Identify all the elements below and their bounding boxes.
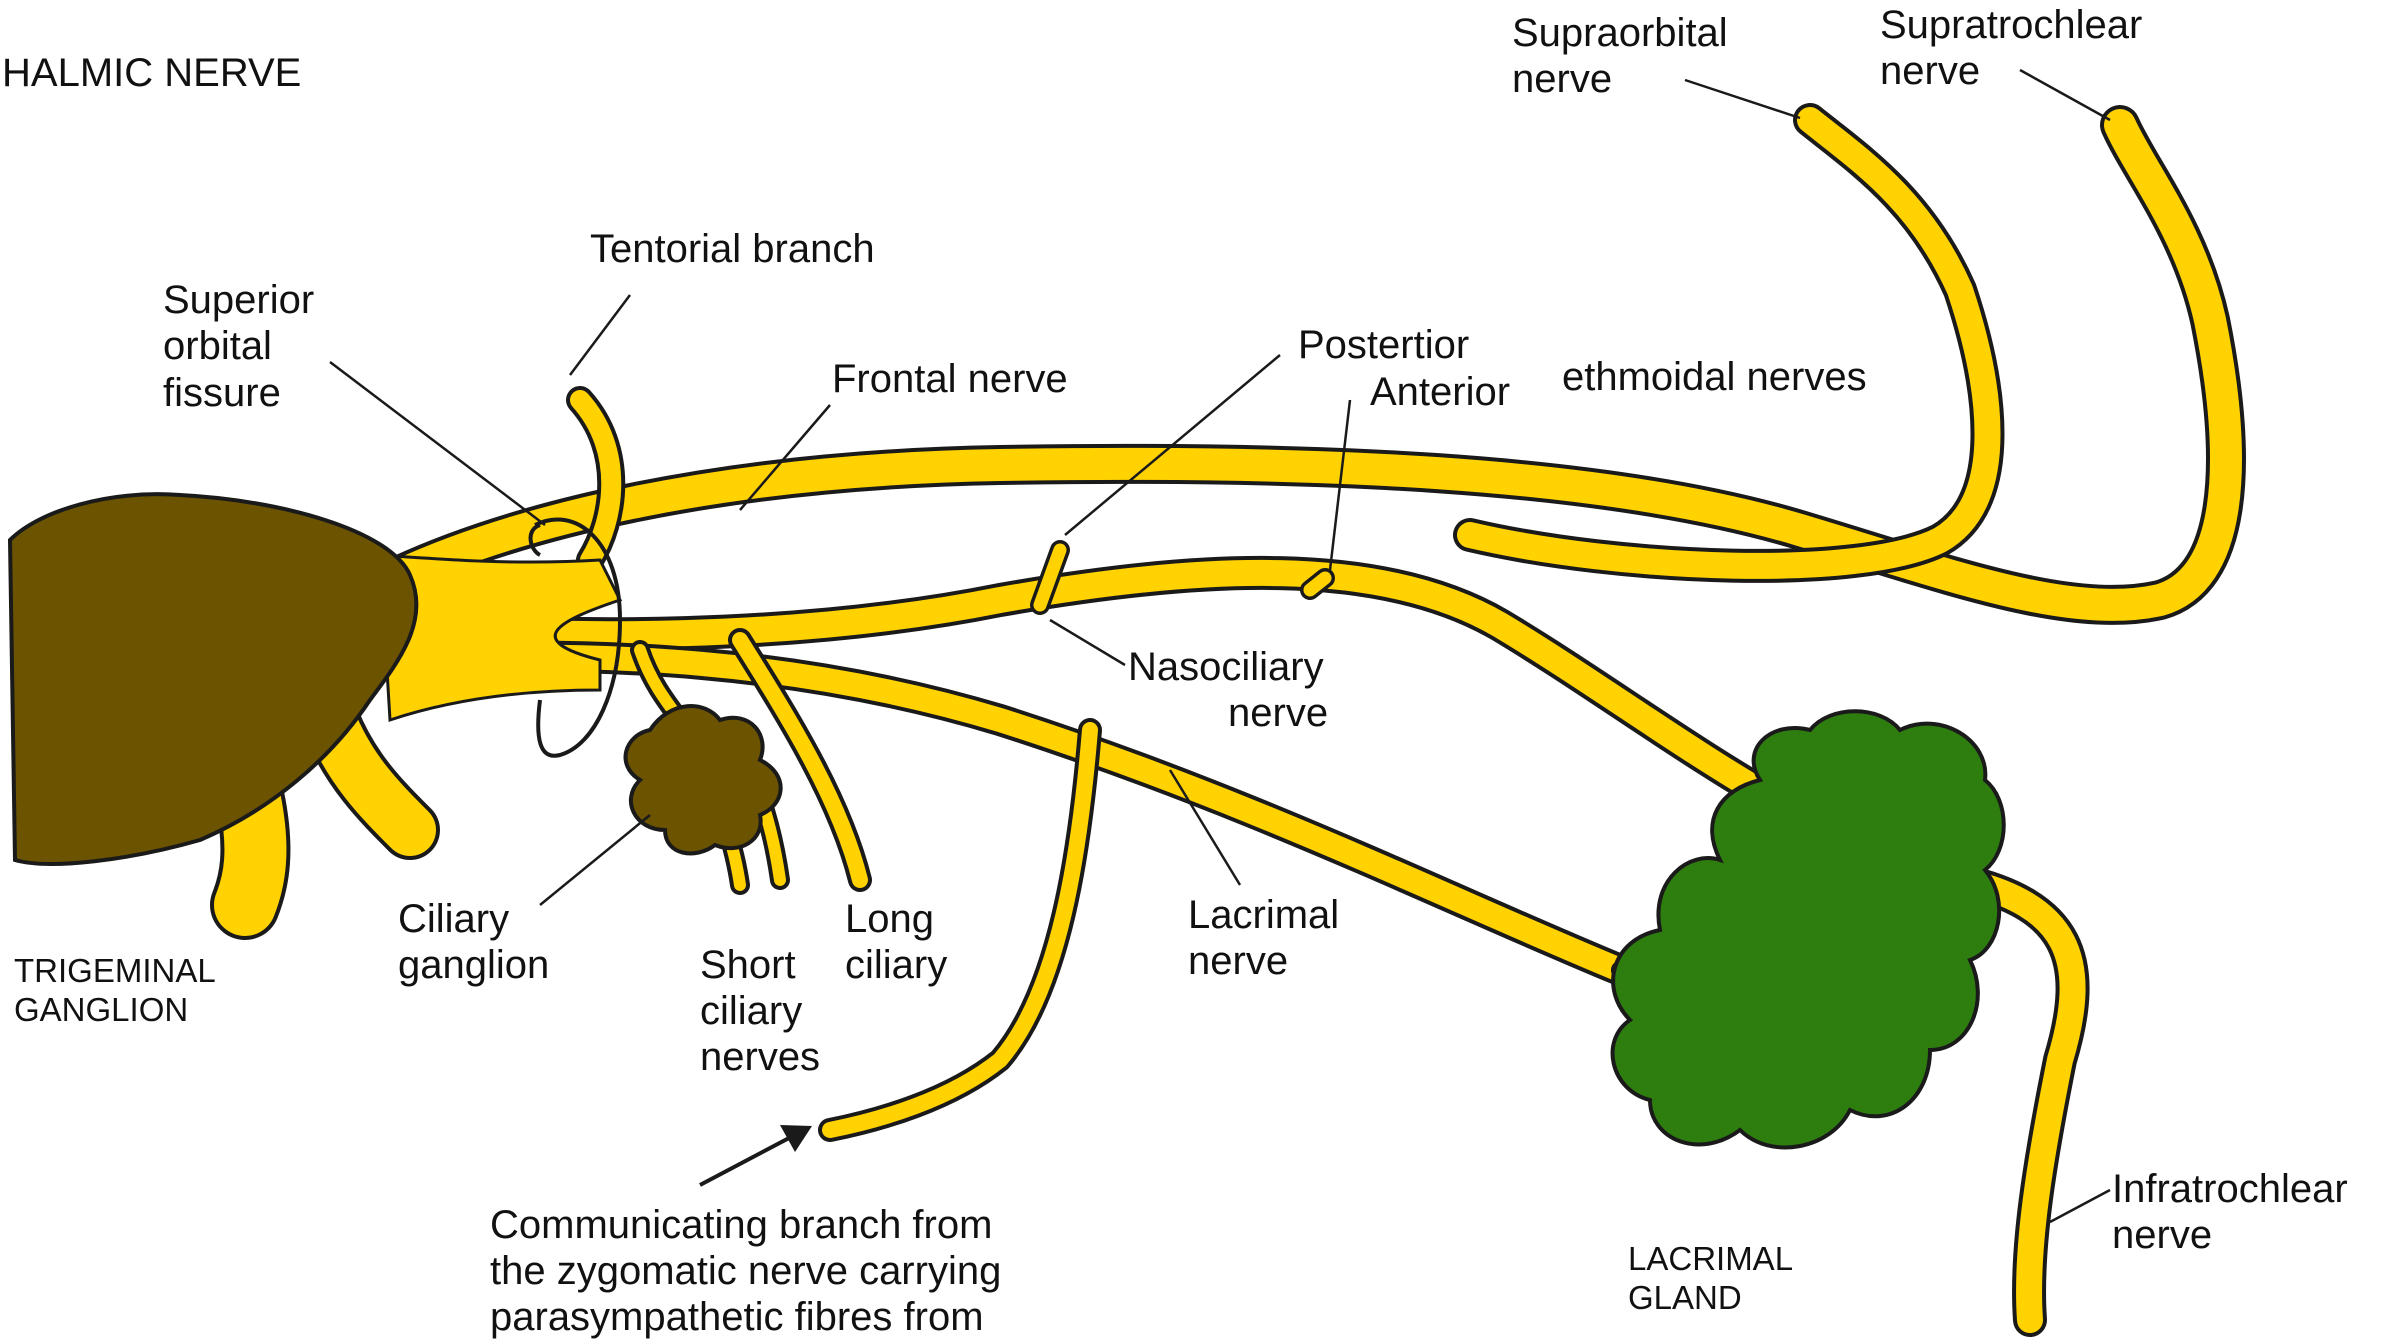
label-nasociliary-1: Nasociliary — [1128, 645, 1324, 689]
label-long-ciliary-2: ciliary — [845, 943, 947, 987]
label-tentorial-branch: Tentorial branch — [590, 227, 875, 271]
label-superior-orbital-fissure-2: orbital — [163, 324, 272, 368]
label-lacrimal-gland-2: GLAND — [1628, 1279, 1742, 1316]
label-ciliary-ganglion-1: Ciliary — [398, 897, 509, 941]
communicating-arrow — [700, 1125, 812, 1185]
lacrimal-gland — [1613, 711, 2004, 1147]
label-posterior: Postertior — [1298, 323, 1469, 367]
leader-sup-orbital — [330, 362, 545, 525]
label-trigeminal-1: TRIGEMINAL — [14, 952, 216, 989]
label-infratrochlear-2: nerve — [2112, 1213, 2212, 1257]
lacrimal-nerve — [400, 657, 1620, 970]
leader-supratrochlear — [2020, 70, 2110, 120]
label-infratrochlear-1: Infratrochlear — [2112, 1167, 2348, 1211]
label-communicating-2: the zygomatic nerve carrying — [490, 1249, 1001, 1293]
label-long-ciliary-1: Long — [845, 897, 934, 941]
label-communicating-3: parasympathetic fibres from — [490, 1295, 984, 1339]
label-supraorbital-2: nerve — [1512, 57, 1612, 101]
leader-tentorial — [570, 295, 630, 375]
label-anterior: Anterior — [1370, 370, 1510, 414]
label-supratrochlear-1: Supratrochlear — [1880, 3, 2142, 47]
label-short-ciliary-3: nerves — [700, 1035, 820, 1079]
label-supratrochlear-2: nerve — [1880, 49, 1980, 93]
label-ciliary-ganglion-2: ganglion — [398, 943, 549, 987]
label-trigeminal-2: GANGLION — [14, 991, 188, 1028]
diagram-title: HALMIC NERVE — [2, 51, 301, 95]
leader-supraorbital — [1685, 80, 1800, 118]
label-supraorbital-1: Supraorbital — [1512, 11, 1728, 55]
label-frontal-nerve: Frontal nerve — [832, 357, 1068, 401]
label-superior-orbital-fissure-1: Superior — [163, 278, 314, 322]
label-communicating-1: Communicating branch from — [490, 1203, 992, 1247]
label-short-ciliary-1: Short — [700, 943, 796, 987]
leader-infratrochlear — [2050, 1190, 2110, 1222]
label-lacrimal-gland-1: LACRIMAL — [1628, 1240, 1793, 1277]
label-lacrimal-nerve-1: Lacrimal — [1188, 893, 1339, 937]
leader-ciliary-ganglion — [540, 815, 650, 905]
leader-nasociliary — [1050, 620, 1125, 665]
label-superior-orbital-fissure-3: fissure — [163, 371, 281, 415]
label-lacrimal-nerve-2: nerve — [1188, 939, 1288, 983]
label-short-ciliary-2: ciliary — [700, 989, 802, 1033]
ciliary-ganglion — [626, 706, 781, 853]
label-ethmoidal-nerves: ethmoidal nerves — [1562, 355, 1867, 399]
label-nasociliary-2: nerve — [1228, 691, 1328, 735]
anterior-ethmoidal-branch — [1310, 578, 1325, 590]
